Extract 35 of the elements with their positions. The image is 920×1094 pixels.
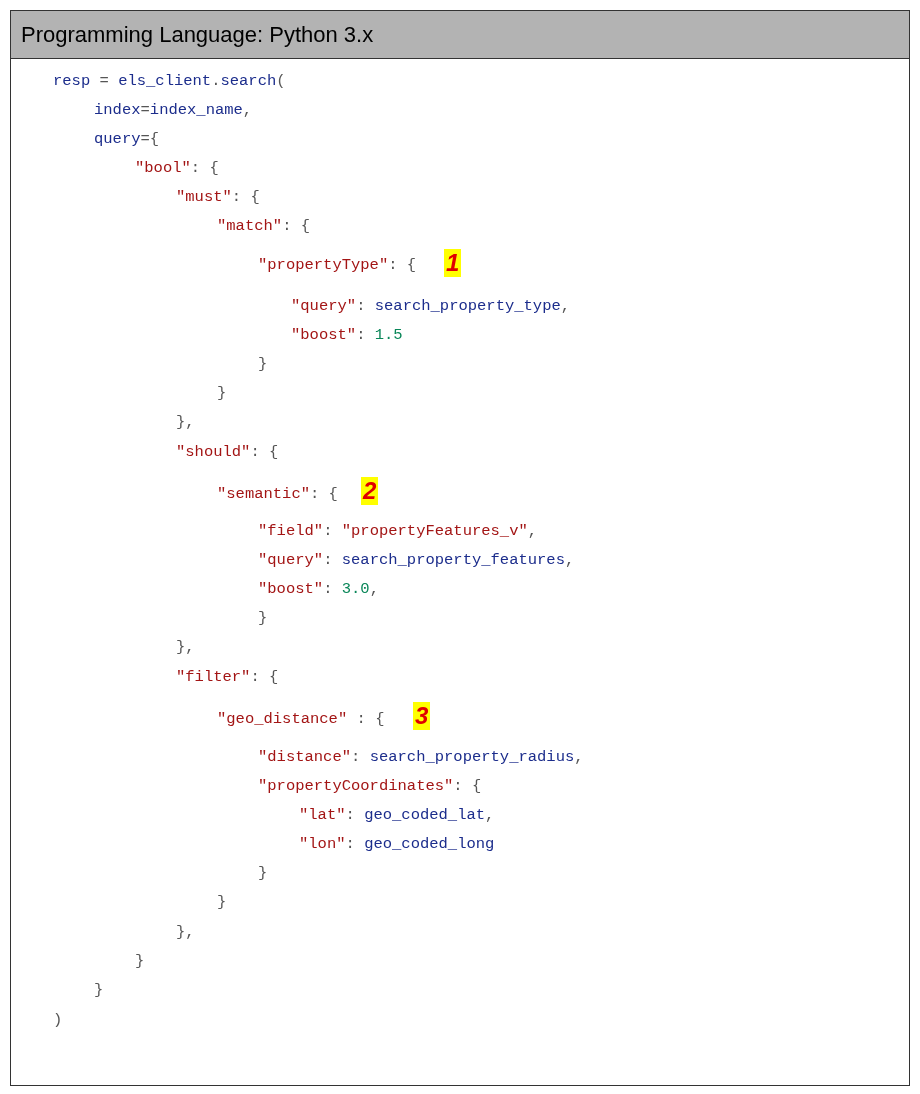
code-line: "query": search_property_features, [258,550,575,570]
code-line: } [258,608,268,628]
code-line: "boost": 1.5 [291,325,403,345]
code-line: "propertyType": { [258,255,417,275]
callout-number: 1 [444,249,462,277]
code-line: "boost": 3.0, [258,579,379,599]
callout-number: 2 [361,477,379,505]
code-line: }, [176,922,195,942]
code-line: query={ [94,129,160,149]
code-line: } [258,863,268,883]
code-line: "filter": { [176,667,279,687]
code-line: } [135,951,145,971]
code-line: ) [53,1010,63,1030]
code-line: } [94,980,104,1000]
code-line: "geo_distance" : { [217,709,385,729]
code-line: "field": "propertyFeatures_v", [258,521,538,541]
code-line: "lat": geo_coded_lat, [299,805,495,825]
code-line: "match": { [217,216,311,236]
code-line: index=index_name, [94,100,253,120]
code-line: }, [176,637,195,657]
title-text: Programming Language: Python 3.x [21,22,374,48]
code-line: resp = els_client.search( [53,71,286,91]
code-line: }, [176,412,195,432]
code-line: "lon": geo_coded_long [299,834,495,854]
code-line: "bool": { [135,158,219,178]
code-line: "semantic": { [217,484,338,504]
code-line: "propertyCoordinates": { [258,776,482,796]
code-line: "should": { [176,442,279,462]
code-line: "query": search_property_type, [291,296,571,316]
code-line: } [217,892,227,912]
code-line: } [258,354,268,374]
code-line: } [217,383,227,403]
callout-number: 3 [413,702,431,730]
code-line: "distance": search_property_radius, [258,747,584,767]
code-line: "must": { [176,187,260,207]
